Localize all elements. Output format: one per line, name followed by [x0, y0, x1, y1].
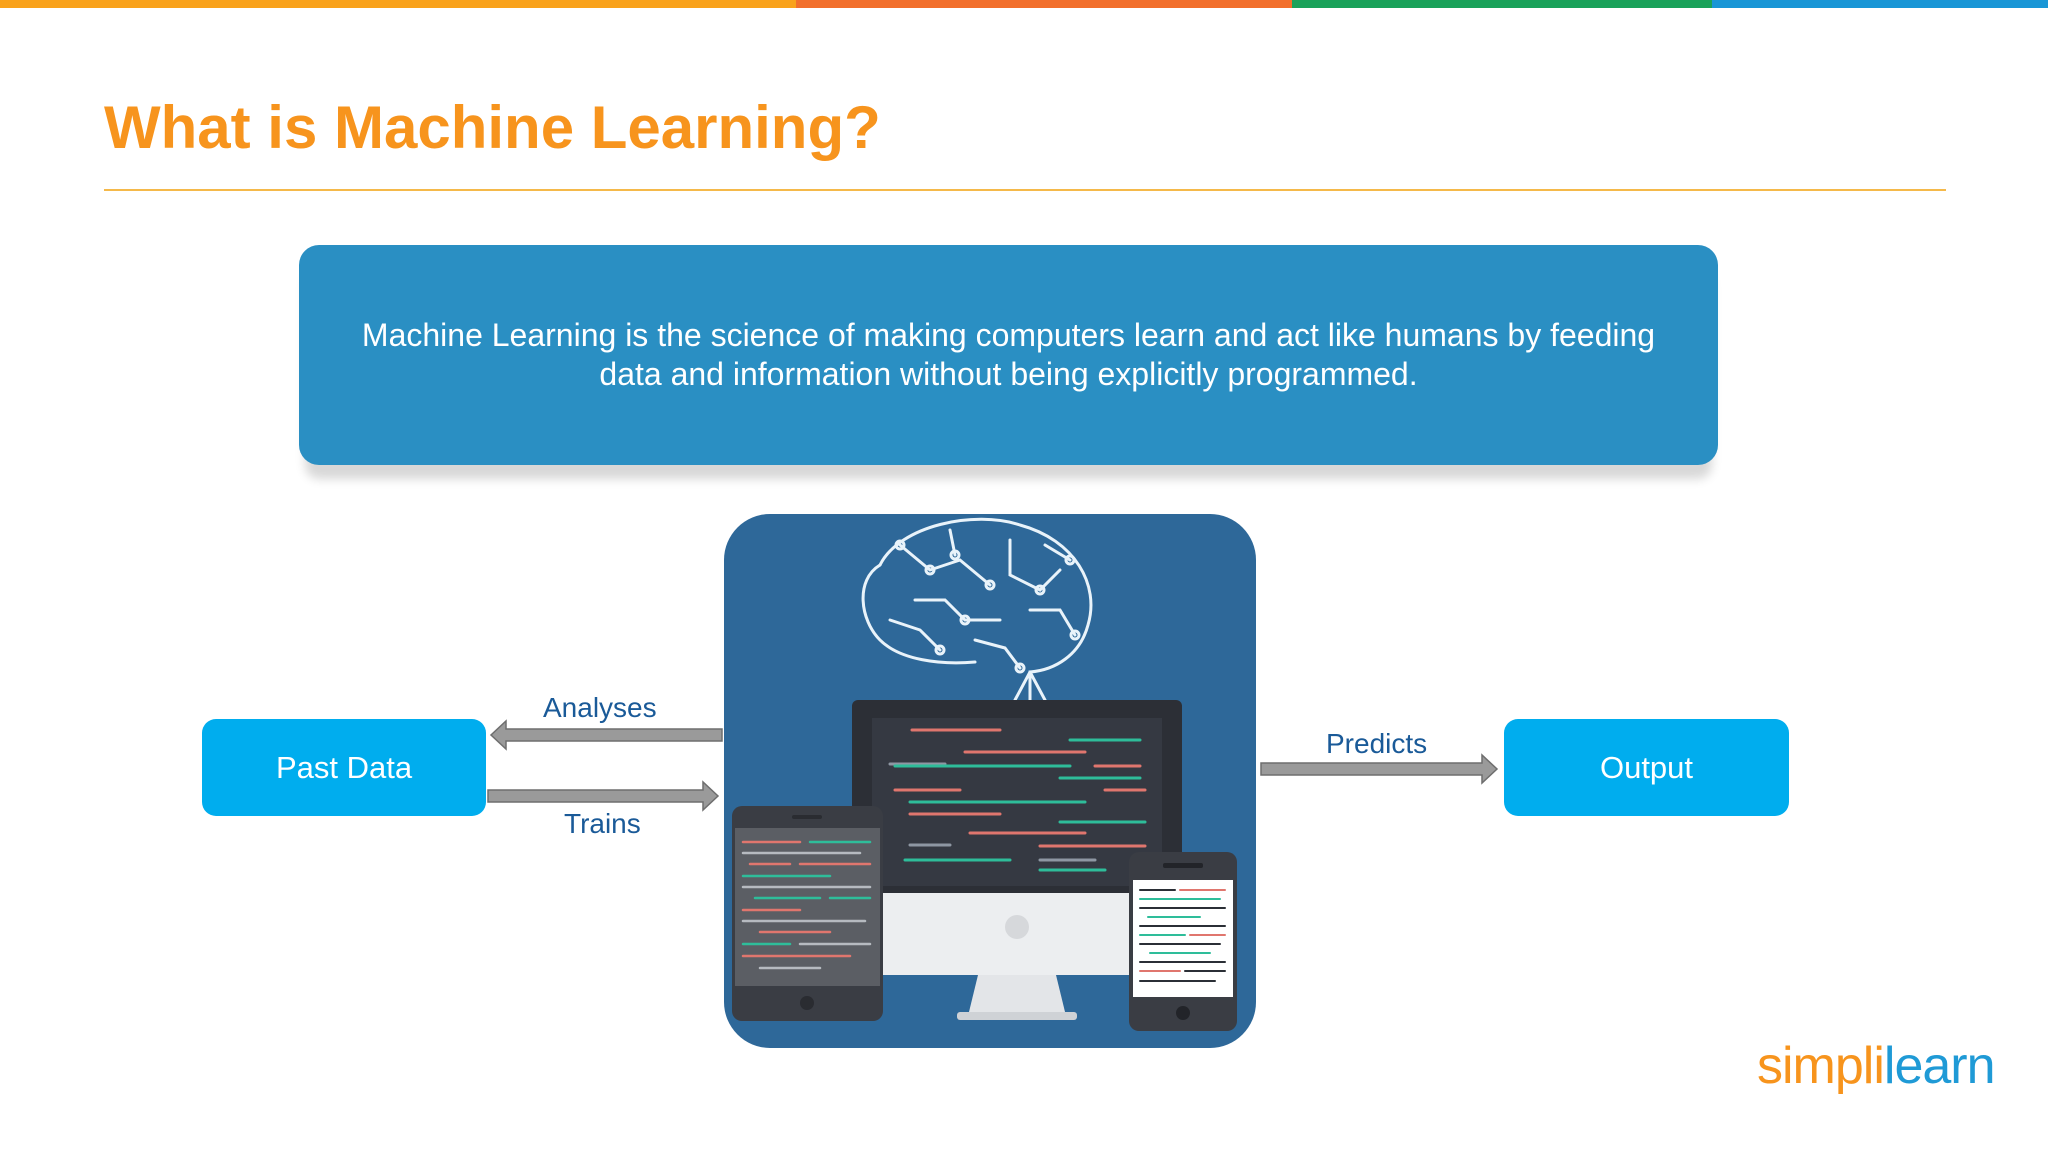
- title-divider: [104, 189, 1946, 191]
- brain-circuit-icon: [861, 517, 1093, 702]
- slide-title: What is Machine Learning?: [104, 94, 881, 161]
- predicts-label: Predicts: [1326, 728, 1428, 759]
- simplilearn-logo: simplilearn: [1757, 1036, 1996, 1096]
- logo-part-simpli: simpli: [1757, 1037, 1885, 1095]
- past-data-box: Past Data: [202, 719, 486, 816]
- phone-icon: [1129, 852, 1237, 1031]
- predicts-arrow: [1260, 753, 1499, 785]
- top-color-stripe: [0, 0, 2048, 8]
- monitor-icon: [852, 700, 1182, 1020]
- definition-text: Machine Learning is the science of makin…: [361, 317, 1656, 392]
- analyses-label: Analyses: [543, 692, 657, 723]
- past-data-label: Past Data: [275, 749, 413, 785]
- analyses-arrow: [489, 719, 723, 751]
- ml-illustration: [724, 514, 1256, 1048]
- definition-box: Machine Learning is the science of makin…: [299, 245, 1718, 465]
- logo-part-learn: learn: [1883, 1037, 1996, 1095]
- trains-label: Trains: [564, 808, 641, 839]
- trains-arrow: [487, 780, 720, 812]
- tablet-icon: [732, 806, 883, 1021]
- output-label: Output: [1599, 749, 1694, 785]
- output-box: Output: [1504, 719, 1789, 816]
